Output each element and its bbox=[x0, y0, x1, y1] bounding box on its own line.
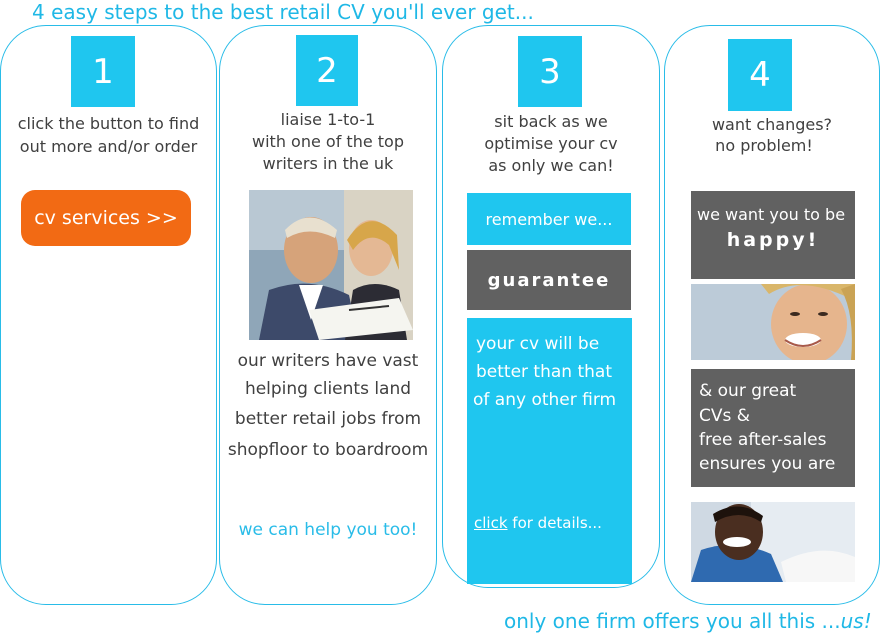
step-2-body-line-4: shopfloor to boardroom bbox=[227, 440, 429, 460]
guarantee-text: guarantee bbox=[487, 269, 611, 291]
step-3-text-line-1: sit back as we bbox=[494, 112, 608, 131]
page-title: 4 easy steps to the best retail CV you'l… bbox=[32, 0, 534, 24]
step-2-body-line-3: better retail jobs from bbox=[234, 409, 422, 429]
step-2-number: 2 bbox=[296, 35, 358, 106]
step-1-text-line-2: out more and/or order bbox=[19, 137, 198, 156]
step-4-text-line-2: no problem! bbox=[715, 136, 813, 155]
happy-box: we want you to be happy! bbox=[691, 191, 855, 279]
happy-line-1: we want you to be bbox=[697, 205, 846, 224]
details-line: click for details... bbox=[474, 514, 602, 532]
cv-services-button[interactable]: cv services >> bbox=[21, 190, 191, 246]
your-cv-line-1: your cv will be bbox=[476, 334, 600, 354]
after-sales-line-1: & our great bbox=[699, 381, 797, 401]
writers-photo bbox=[249, 190, 413, 340]
footer-tagline: only one firm offers you all this ...us! bbox=[504, 609, 872, 633]
step-3-text-line-3: as only we can! bbox=[488, 156, 614, 175]
step-2-cta: we can help you too! bbox=[238, 520, 418, 540]
details-text: for details... bbox=[507, 514, 602, 532]
step-2-body-line-2: helping clients land bbox=[244, 379, 412, 399]
step-2-text-line-1: liaise 1-to-1 bbox=[280, 110, 376, 129]
step-1-text-line-1: click the button to find bbox=[17, 114, 200, 133]
footer-emphasis: us! bbox=[840, 609, 872, 633]
footer-main-text: only one firm offers you all this ... bbox=[504, 609, 841, 633]
step-2-text-line-3: writers in the uk bbox=[262, 154, 394, 173]
after-sales-line-2: CVs & bbox=[699, 406, 751, 426]
remember-we-text: remember we... bbox=[485, 209, 613, 229]
after-sales-box: & our great CVs & free after-sales ensur… bbox=[691, 369, 855, 487]
step-3-number: 3 bbox=[518, 36, 582, 107]
after-sales-line-4: ensures you are bbox=[699, 454, 836, 474]
smiling-man-photo bbox=[691, 502, 855, 582]
after-sales-line-3: free after-sales bbox=[699, 430, 827, 450]
step-1-panel bbox=[0, 25, 217, 605]
step-3-text-line-2: optimise your cv bbox=[484, 134, 618, 153]
step-1-number: 1 bbox=[71, 36, 135, 107]
your-cv-line-2: better than that bbox=[476, 362, 612, 382]
step-2-text-line-2: with one of the top bbox=[252, 132, 404, 151]
click-details-link[interactable]: click bbox=[474, 514, 508, 532]
your-cv-line-3: of any other firm bbox=[473, 390, 617, 410]
happy-line-2: happy! bbox=[726, 229, 820, 251]
step-2-body-line-1: our writers have vast bbox=[237, 351, 419, 371]
your-cv-box bbox=[467, 318, 632, 584]
remember-we-box: remember we... bbox=[467, 193, 631, 245]
smiling-woman-photo bbox=[691, 284, 855, 360]
step-4-number: 4 bbox=[728, 39, 792, 111]
guarantee-box: guarantee bbox=[467, 250, 631, 310]
step-4-text-line-1: want changes? bbox=[711, 115, 833, 134]
